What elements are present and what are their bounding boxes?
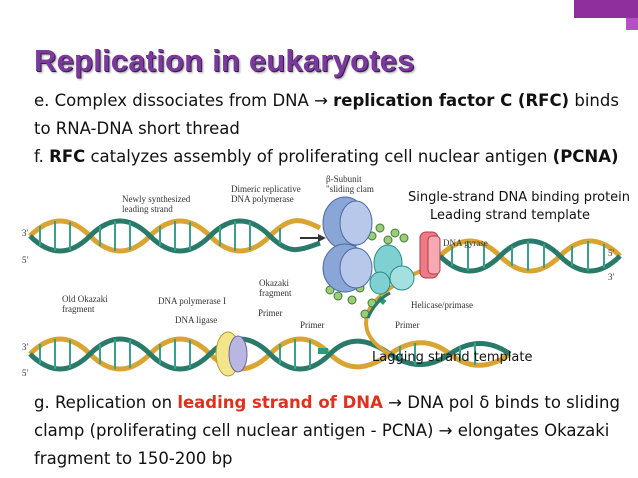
upper-helix	[28, 218, 322, 254]
para-g-line2b: elongates Okazaki	[452, 421, 610, 440]
arrow-icon: →	[314, 91, 328, 110]
replication-fork-diagram: Newly synthesized leading strand Dimeric…	[22, 174, 630, 378]
paragraph-g-line3: fragment to 150-200 bp	[34, 449, 233, 468]
label-dimeric-1: Dimeric replicative	[231, 184, 301, 194]
paragraph-g-line1: g. Replication on leading strand of DNA …	[34, 393, 620, 412]
label-primer-a: Primer	[258, 308, 283, 318]
label-gyrase: DNA gyrase	[443, 238, 488, 248]
para-e-bold: replication factor C (RFC)	[333, 91, 570, 110]
paragraph-g-line2: clamp (proliferating cell nuclear antige…	[34, 421, 610, 440]
label-beta-1: β-Subunit	[326, 174, 362, 184]
lower-helix	[28, 336, 512, 372]
label-pol1: DNA polymerase I	[158, 296, 226, 306]
lagging-arrow-icon	[366, 291, 391, 319]
label-3prime-right: 3′	[608, 272, 615, 282]
dna-gyrase	[419, 231, 441, 279]
slide-title: Replication in eukaryotes	[34, 43, 415, 78]
para-g-red: leading strand of DNA	[177, 393, 383, 412]
parental-helix	[438, 238, 622, 274]
dimeric-polymerase	[322, 196, 373, 293]
label-leading-template: Leading strand template	[430, 208, 590, 223]
label-5prime-b: 5′	[22, 368, 29, 378]
label-5prime-right: 5′	[608, 248, 615, 258]
label-okazaki-2: fragment	[259, 288, 292, 298]
para-f-pcna: (PCNA)	[552, 147, 619, 166]
corner-accent-small	[626, 18, 638, 30]
arrow-icon: →	[382, 393, 408, 412]
label-primer-b: Primer	[300, 320, 325, 330]
corner-accent	[574, 0, 638, 18]
para-f-lead: f.	[34, 147, 50, 166]
label-3prime-a: 3′	[22, 228, 29, 238]
label-ligase: DNA ligase	[175, 315, 217, 325]
para-e-tail: binds	[569, 91, 619, 110]
label-newly-synth-1: Newly synthesized	[122, 194, 191, 204]
label-ssb: Single-strand DNA binding protein	[408, 190, 630, 205]
label-3prime-b: 3′	[22, 342, 29, 352]
label-beta-2: "sliding clam	[326, 184, 374, 194]
label-newly-synth-2: leading strand	[122, 204, 173, 214]
label-old-okazaki-1: Old Okazaki	[62, 294, 108, 304]
helicase-primase	[369, 244, 415, 295]
label-primer-c: Primer	[395, 320, 420, 330]
paragraph-e-line2: to RNA-DNA short thread	[34, 119, 240, 138]
dna-ligase	[215, 331, 248, 377]
label-helicase: Helicase/primase	[411, 300, 473, 310]
label-dimeric-2: DNA polymerase	[231, 194, 294, 204]
label-lagging-template: Lagging strand template	[372, 350, 532, 365]
para-f-mid: catalyzes assembly of proliferating cell…	[85, 147, 553, 166]
paragraph-f: f. RFC catalyzes assembly of proliferati…	[34, 147, 619, 166]
para-g-line2a: clamp (proliferating cell nuclear antige…	[34, 421, 439, 440]
label-old-okazaki-2: fragment	[62, 304, 95, 314]
para-g-mid: DNA pol δ binds to sliding	[407, 393, 620, 412]
paragraph-e-line1: e. Complex dissociates from DNA → replic…	[34, 91, 619, 110]
arrow-icon: →	[438, 421, 453, 440]
label-5prime-a: 5′	[22, 255, 29, 265]
para-e-lead: e. Complex dissociates from DNA	[34, 91, 315, 110]
para-g-lead: g. Replication on	[34, 393, 178, 412]
label-okazaki-1: Okazaki	[259, 278, 289, 288]
para-f-rfc: RFC	[49, 147, 86, 166]
